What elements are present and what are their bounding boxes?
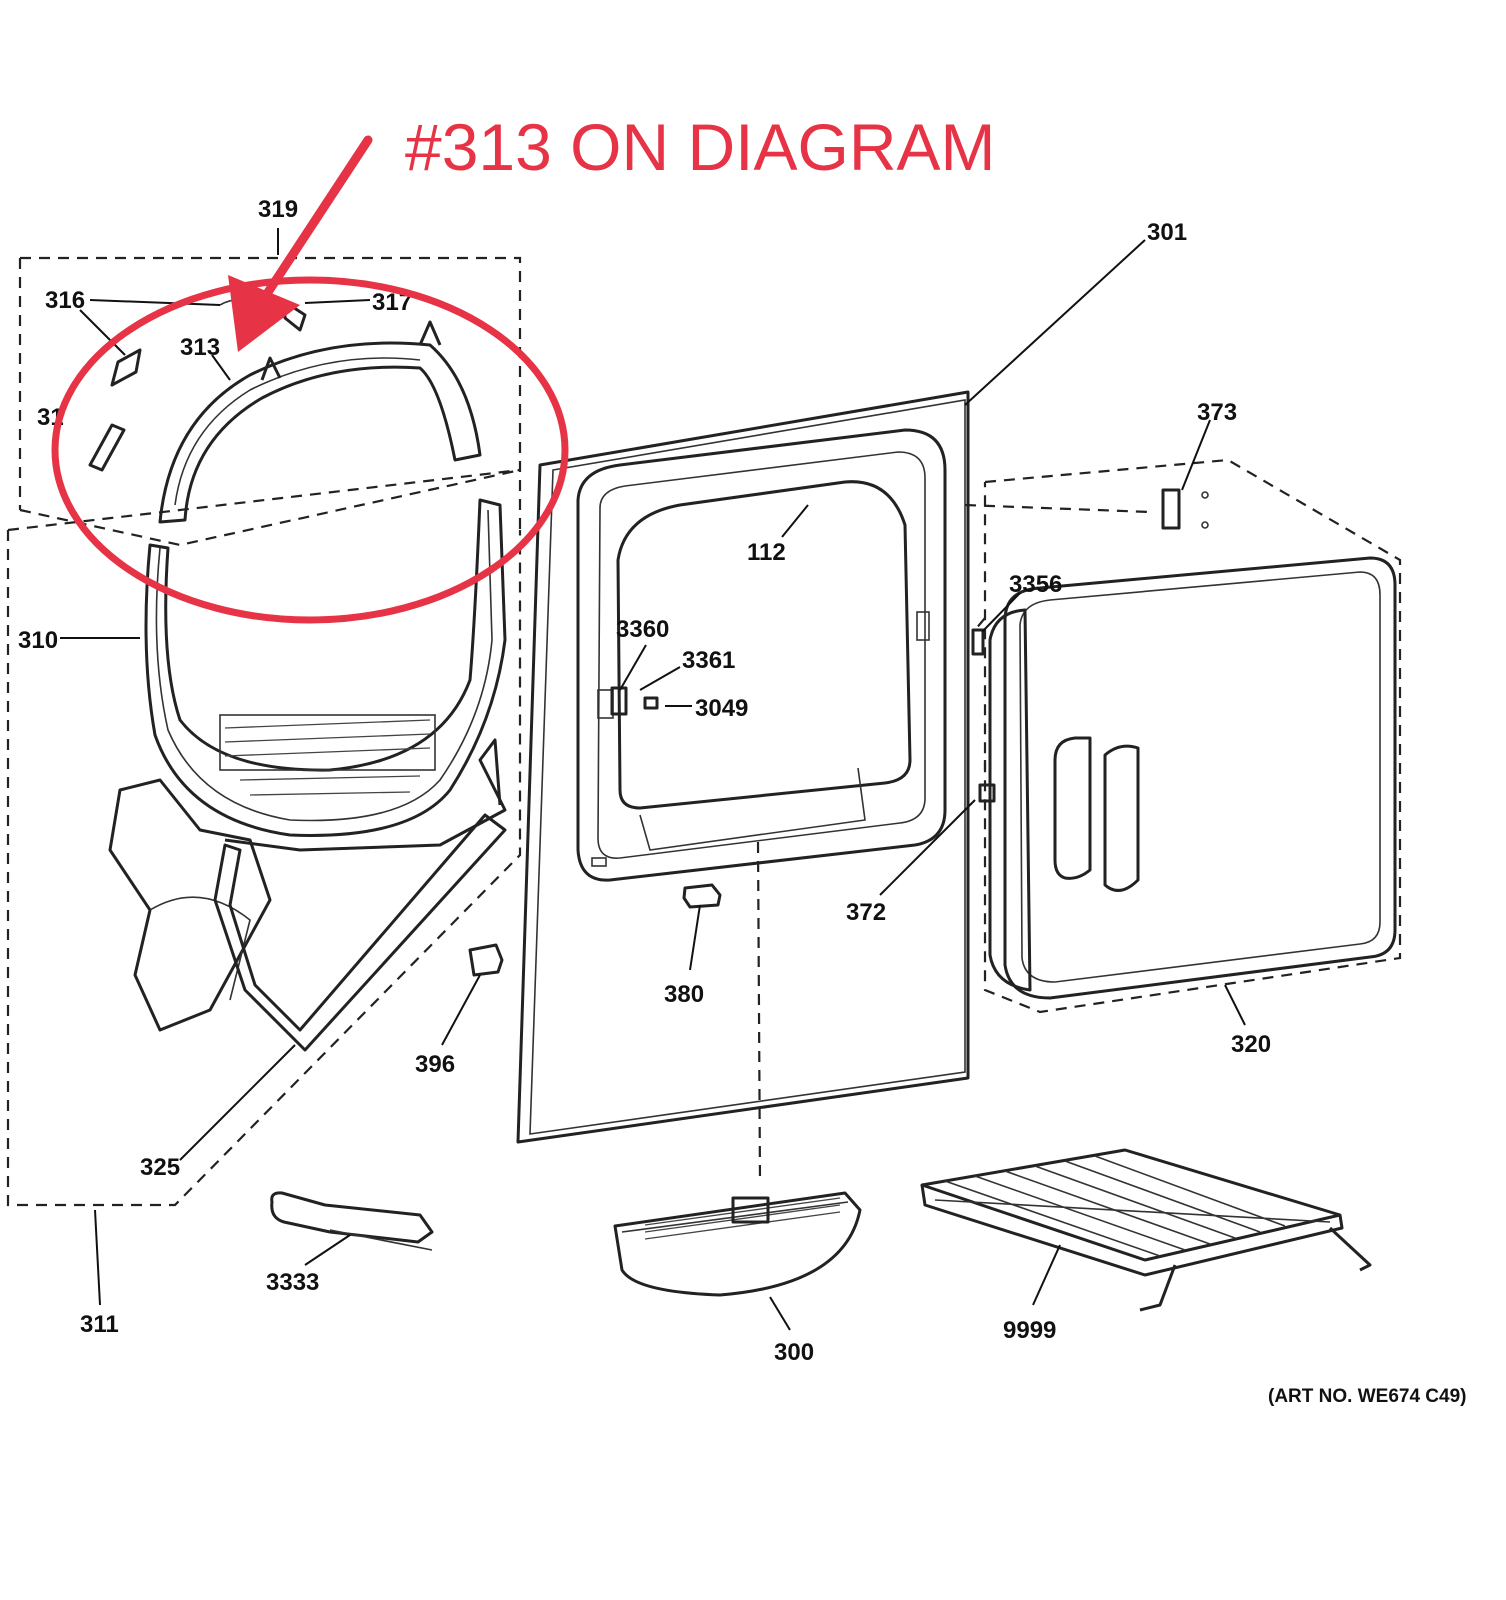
duct-assembly bbox=[108, 738, 507, 1032]
annotation-arrow-shaft bbox=[250, 135, 373, 317]
highlight-ellipse bbox=[51, 276, 569, 624]
label-9999: 9999 bbox=[1003, 1317, 1056, 1344]
leader-lines bbox=[60, 228, 1246, 1331]
label-311: 311 bbox=[80, 1311, 119, 1338]
part-labels: 319 316 317 313 31 310 325 311 3333 396 … bbox=[18, 196, 1466, 1407]
part-396 bbox=[468, 943, 504, 977]
art-number: (ART NO. WE674 C49) bbox=[1268, 1386, 1466, 1407]
red-annotation: #313 ON DIAGRAM bbox=[51, 110, 996, 624]
part-316-clip bbox=[110, 348, 142, 387]
part-3049 bbox=[643, 696, 659, 710]
drying-rack-9999 bbox=[920, 1148, 1372, 1312]
hinge-373 bbox=[1161, 488, 1209, 530]
part-380 bbox=[682, 883, 722, 909]
label-320: 320 bbox=[1231, 1031, 1271, 1058]
label-380: 380 bbox=[664, 981, 704, 1008]
label-112: 112 bbox=[747, 539, 786, 566]
label-301: 301 bbox=[1147, 219, 1187, 246]
part-31x-strip bbox=[88, 423, 126, 472]
console-frame-310 bbox=[144, 498, 507, 837]
label-300: 300 bbox=[774, 1339, 814, 1366]
label-3049: 3049 bbox=[695, 695, 748, 722]
annotation-arrow-head bbox=[228, 275, 300, 352]
label-396: 396 bbox=[415, 1051, 455, 1078]
label-310: 310 bbox=[18, 627, 58, 654]
label-373: 373 bbox=[1197, 399, 1237, 426]
assembly-319-box bbox=[18, 256, 522, 547]
annotation-text: #313 ON DIAGRAM bbox=[405, 110, 996, 184]
label-325: 325 bbox=[140, 1154, 180, 1181]
part-3333 bbox=[270, 1191, 434, 1251]
label-316: 316 bbox=[45, 287, 85, 314]
label-3360: 3360 bbox=[616, 616, 669, 643]
label-3333: 3333 bbox=[266, 1269, 319, 1296]
assembly-311-box bbox=[6, 468, 522, 1207]
label-319: 319 bbox=[258, 196, 298, 223]
part-3360 bbox=[610, 686, 628, 716]
label-3361: 3361 bbox=[682, 647, 735, 674]
front-panel-301 bbox=[516, 390, 970, 1144]
lint-filter-300 bbox=[613, 1191, 862, 1297]
part-313-bezel bbox=[158, 320, 482, 524]
part-372 bbox=[978, 783, 996, 803]
label-3356: 3356 bbox=[1009, 571, 1062, 598]
guide-lines bbox=[756, 503, 1151, 1181]
part-3356 bbox=[971, 628, 985, 656]
duct-part-325 bbox=[213, 813, 507, 1052]
door-320 bbox=[988, 556, 1397, 1000]
label-313: 313 bbox=[180, 334, 220, 361]
label-372: 372 bbox=[846, 899, 886, 926]
assembly-320-box bbox=[983, 458, 1402, 1014]
